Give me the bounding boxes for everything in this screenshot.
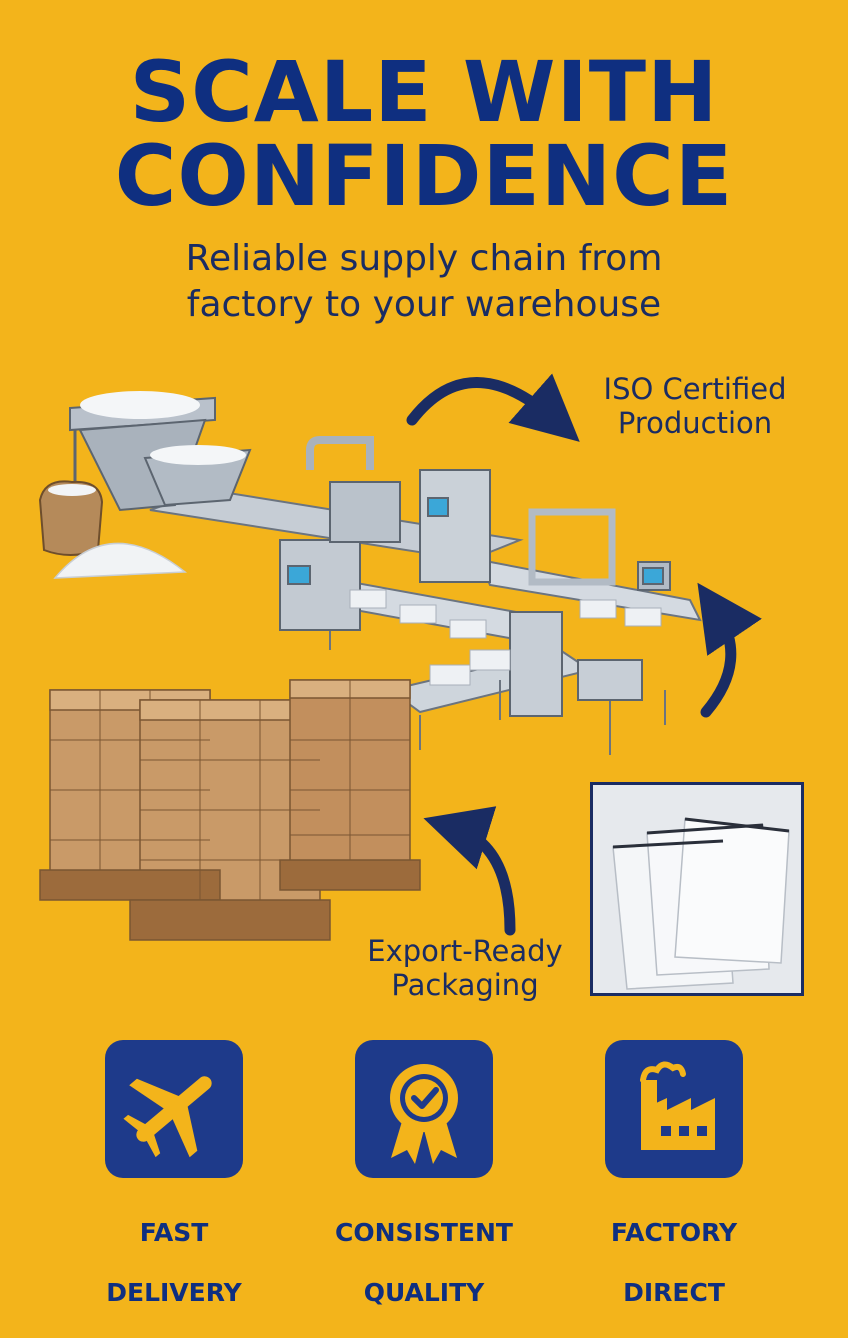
export-ready-callout: Export-Ready Packaging	[350, 934, 580, 1002]
process-arrows	[406, 373, 762, 936]
production-machines	[279, 436, 671, 717]
quality-badge-icon	[390, 1064, 458, 1164]
iso-callout-line-1: ISO Certified	[603, 372, 787, 406]
subtitle-line-1: Reliable supply chain from	[185, 238, 663, 279]
title-line-1: SCALE WITH	[129, 43, 719, 141]
factory-icon	[640, 1061, 715, 1150]
raw-material-sack	[38, 480, 188, 579]
factory-direct-label: FACTORY DIRECT	[554, 1188, 794, 1338]
export-callout-line-1: Export-Ready	[367, 934, 563, 968]
feature-row: FAST DELIVERY CONSISTENT QUALITY	[0, 1040, 848, 1307]
feature-fast-delivery: FAST DELIVERY	[54, 1040, 294, 1338]
arrow-top	[406, 373, 580, 442]
factory-direct-line-1: FACTORY	[610, 1218, 738, 1247]
factory-direct-line-2: DIRECT	[623, 1278, 725, 1307]
packets-on-belt	[349, 589, 662, 686]
subtitle-line-2: factory to your warehouse	[186, 284, 662, 325]
hopper	[69, 391, 252, 512]
ziplock-bags-icon	[593, 785, 801, 993]
fast-delivery-line-1: FAST	[139, 1218, 209, 1247]
title-line-2: CONFIDENCE	[114, 127, 734, 225]
consistent-quality-tile	[355, 1040, 493, 1178]
factory-direct-tile	[605, 1040, 743, 1178]
packaging-bags-photo	[590, 782, 804, 996]
airplane-icon	[123, 1076, 212, 1158]
consistent-quality-label: CONSISTENT QUALITY	[304, 1188, 544, 1338]
fast-delivery-tile	[105, 1040, 243, 1178]
arrow-bottom	[423, 806, 516, 936]
export-callout-line-2: Packaging	[391, 968, 539, 1002]
feature-consistent-quality: CONSISTENT QUALITY	[304, 1040, 544, 1338]
iso-certified-callout: ISO Certified Production	[590, 372, 800, 440]
arrow-right	[697, 582, 762, 718]
fast-delivery-line-2: DELIVERY	[106, 1278, 242, 1307]
feature-factory-direct: FACTORY DIRECT	[554, 1040, 794, 1338]
iso-callout-line-2: Production	[617, 406, 773, 440]
pallet-boxes	[39, 679, 421, 941]
fast-delivery-label: FAST DELIVERY	[54, 1188, 294, 1338]
factory-illustration	[38, 373, 762, 941]
consistent-quality-line-1: CONSISTENT	[335, 1218, 513, 1247]
consistent-quality-line-2: QUALITY	[363, 1278, 485, 1307]
subtitle: Reliable supply chain from factory to yo…	[0, 236, 848, 328]
page-title: SCALE WITH CONFIDENCE	[0, 50, 848, 218]
